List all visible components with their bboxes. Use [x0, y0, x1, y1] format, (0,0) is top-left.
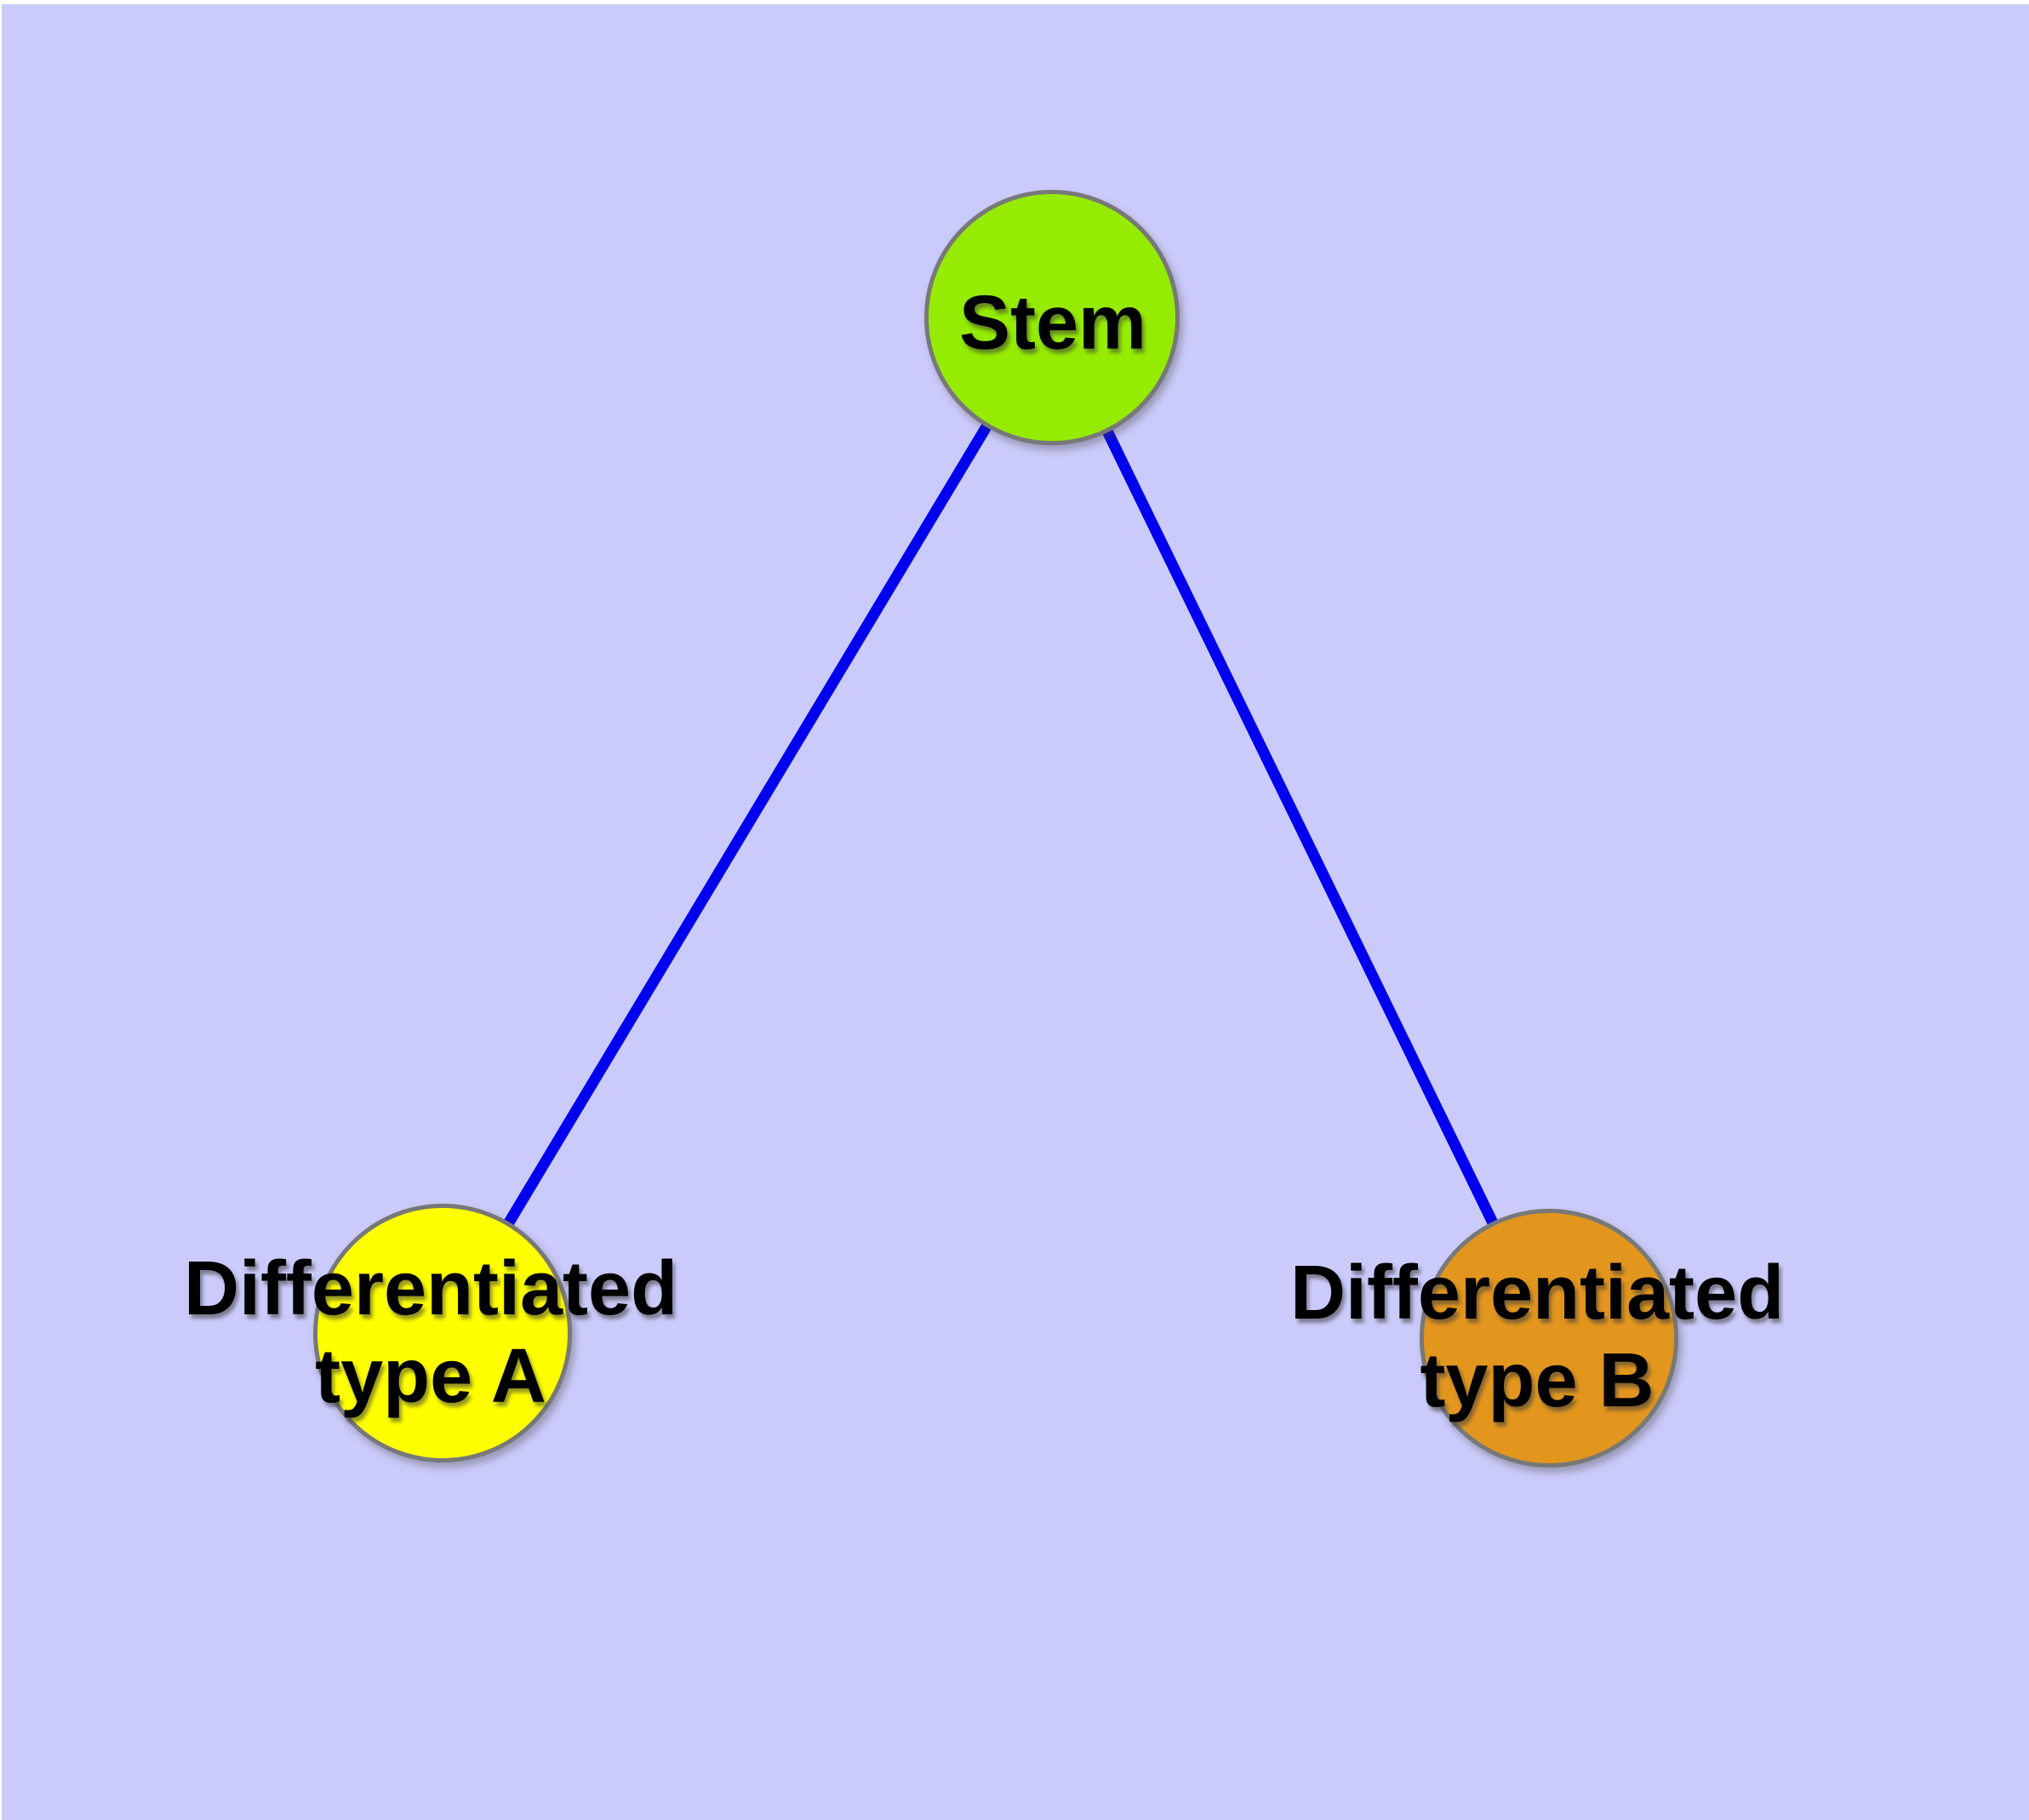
node-label-line: type B — [1420, 1338, 1655, 1423]
edge-stem-to-differentiated-type-b — [1047, 315, 1554, 1341]
edge-stem-to-differentiated-type-a — [437, 314, 1057, 1336]
node-differentiated-type-b — [1420, 1209, 1678, 1468]
node-label-line: type A — [315, 1334, 546, 1419]
node-differentiated-type-a — [313, 1204, 572, 1462]
node-label-line: Differentiated — [183, 1246, 678, 1331]
node-label-line: Stem — [958, 280, 1147, 366]
node-label-stem: Stem — [959, 280, 1146, 368]
node-label-line: Differentiated — [1289, 1251, 1785, 1336]
node-stem — [924, 190, 1180, 445]
